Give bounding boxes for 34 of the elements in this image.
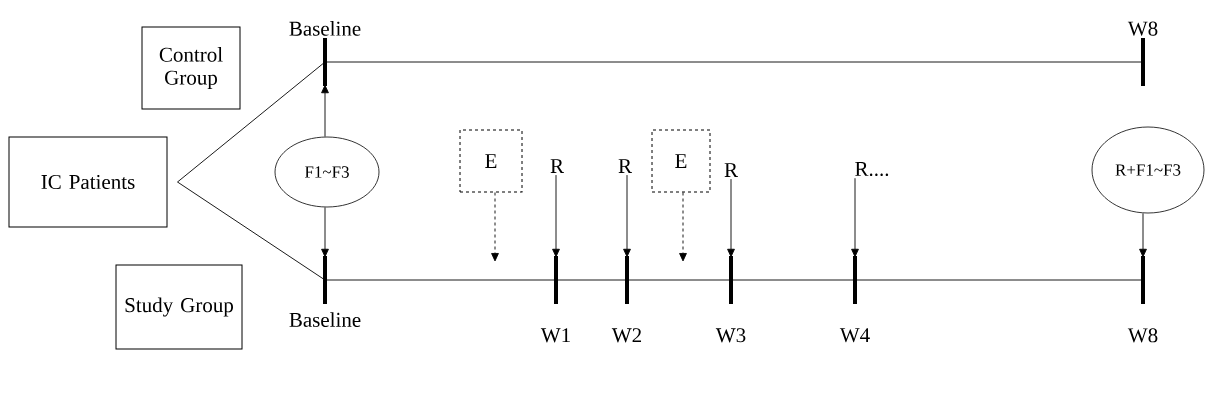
marker-label: R xyxy=(618,159,632,173)
group-box: IC Patients xyxy=(8,136,168,228)
marker-label: R xyxy=(550,159,564,173)
timeline xyxy=(324,61,1144,63)
branch-line xyxy=(177,181,326,281)
timeline xyxy=(324,279,557,281)
timepoint-label: Baseline xyxy=(289,21,361,36)
timepoint-label: W8 xyxy=(1127,21,1158,36)
arrow xyxy=(321,84,329,138)
timeline xyxy=(626,279,732,281)
dashed-box: E xyxy=(459,129,523,193)
arrow xyxy=(623,174,631,258)
arrow xyxy=(321,206,329,258)
dashed-box: E xyxy=(651,129,711,193)
marker-label: R.... xyxy=(855,162,889,177)
arrow xyxy=(679,192,687,262)
arrow xyxy=(1139,212,1147,258)
timepoint-label: W1 xyxy=(540,328,570,343)
arrow xyxy=(727,178,735,258)
timeline xyxy=(555,279,628,281)
marker-label: R xyxy=(724,163,738,177)
timepoint-label: W8 xyxy=(1127,328,1158,343)
arrow xyxy=(491,192,499,262)
timeline xyxy=(854,279,1144,281)
arrow xyxy=(552,174,560,258)
group-box: Study Group xyxy=(115,264,243,350)
timepoint-label: Baseline xyxy=(289,312,361,327)
timepoint-label: W4 xyxy=(839,328,870,343)
timepoint-label: W3 xyxy=(715,328,746,343)
arrow xyxy=(851,177,859,258)
timepoint-label: W2 xyxy=(611,328,641,343)
timeline xyxy=(730,279,856,281)
group-box: Control Group xyxy=(141,26,241,110)
branch-line xyxy=(177,61,326,183)
